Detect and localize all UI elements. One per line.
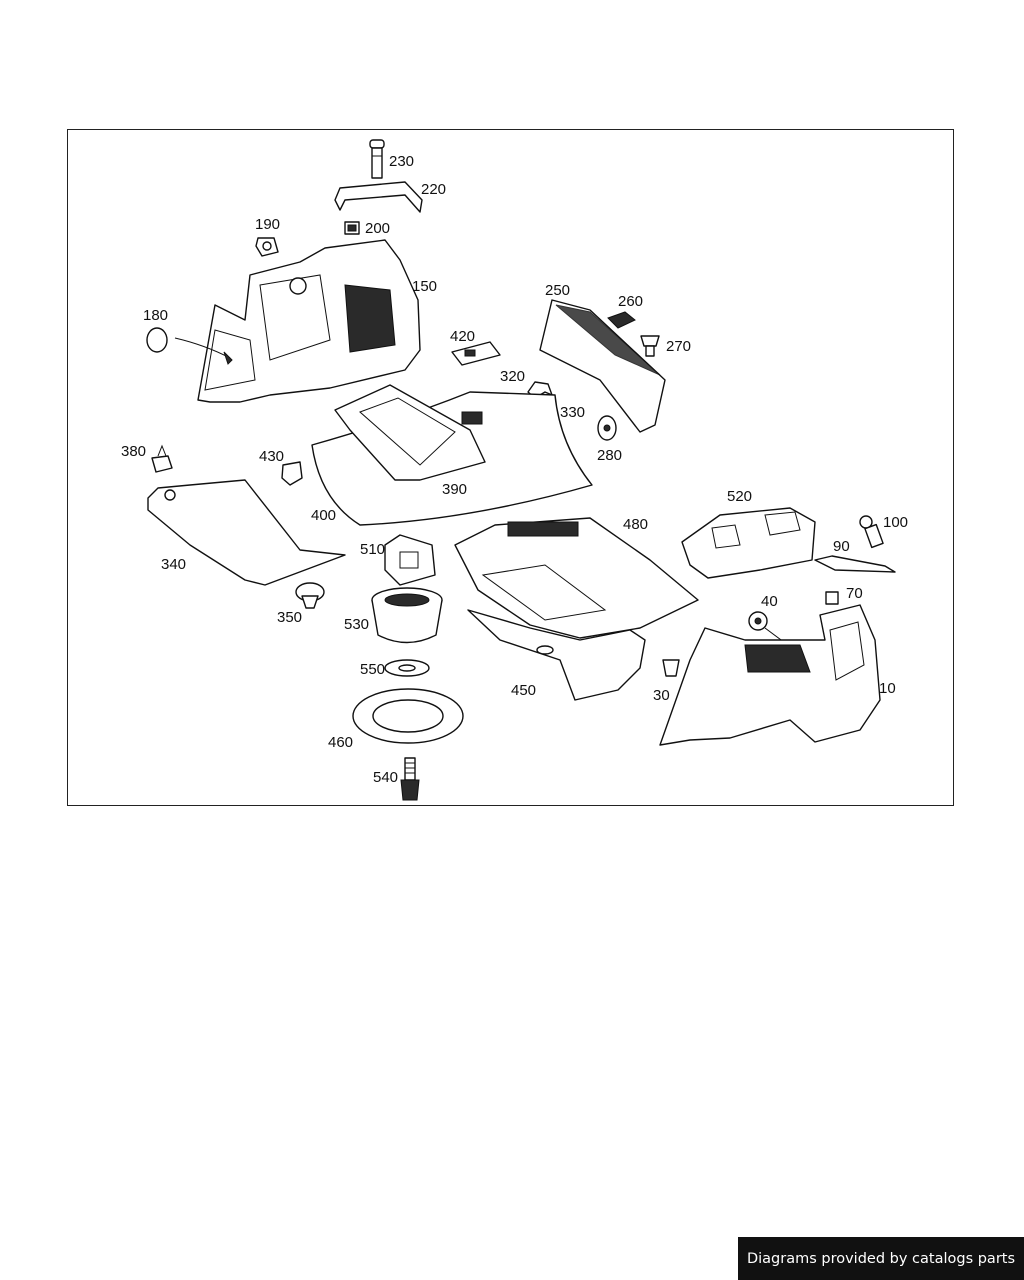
- part-200-clip: [344, 221, 360, 235]
- label-540: 540: [373, 769, 398, 786]
- label-220: 220: [421, 181, 446, 198]
- part-350-pin: [295, 582, 325, 609]
- part-540-screw: [400, 757, 420, 801]
- label-90: 90: [833, 538, 850, 555]
- label-330: 330: [560, 404, 585, 421]
- label-200: 200: [365, 220, 390, 237]
- label-350: 350: [277, 609, 302, 626]
- label-320: 320: [500, 368, 525, 385]
- part-150-side-panel: [197, 239, 421, 403]
- part-70-clip: [825, 591, 839, 605]
- label-390: 390: [442, 481, 467, 498]
- part-380-clip: [151, 444, 173, 473]
- part-480-tray: [454, 517, 699, 639]
- label-460: 460: [328, 734, 353, 751]
- label-480: 480: [623, 516, 648, 533]
- label-180: 180: [143, 307, 168, 324]
- label-340: 340: [161, 556, 186, 573]
- part-550-washer: [384, 659, 430, 677]
- label-230: 230: [389, 153, 414, 170]
- part-250-rear-panel: [539, 299, 666, 433]
- part-230-pin: [369, 139, 385, 179]
- label-100: 100: [883, 514, 908, 531]
- part-260-vent: [607, 311, 636, 329]
- label-250: 250: [545, 282, 570, 299]
- part-10-side-panel: [659, 604, 881, 746]
- part-430-bracket: [281, 461, 303, 486]
- label-530: 530: [344, 616, 369, 633]
- label-400: 400: [311, 507, 336, 524]
- diagram-frame: [67, 129, 954, 806]
- label-520: 520: [727, 488, 752, 505]
- label-70: 70: [846, 585, 863, 602]
- label-10: 10: [879, 680, 896, 697]
- part-340-trim: [147, 479, 346, 586]
- label-550: 550: [360, 661, 385, 678]
- part-190-clip: [255, 237, 279, 257]
- label-450: 450: [511, 682, 536, 699]
- label-190: 190: [255, 216, 280, 233]
- part-180-grommet: [146, 327, 233, 365]
- part-280-clip: [597, 415, 617, 441]
- label-150: 150: [412, 278, 437, 295]
- label-270: 270: [666, 338, 691, 355]
- label-510: 510: [360, 541, 385, 558]
- part-390-frame: [334, 384, 486, 481]
- part-460-ring: [352, 688, 464, 744]
- part-520-organizer: [681, 507, 816, 579]
- part-270-clip: [640, 335, 660, 357]
- part-450-tub: [467, 609, 646, 701]
- part-100-pin: [859, 515, 884, 549]
- label-430: 430: [259, 448, 284, 465]
- label-280: 280: [597, 447, 622, 464]
- part-90-strap: [814, 555, 896, 573]
- part-420-cover: [451, 341, 501, 366]
- part-510-holder: [384, 534, 436, 586]
- credit-banner: Diagrams provided by catalogs parts: [738, 1237, 1024, 1280]
- label-380: 380: [121, 443, 146, 460]
- part-220-bracket: [334, 181, 423, 213]
- label-30: 30: [653, 687, 670, 704]
- label-260: 260: [618, 293, 643, 310]
- label-40: 40: [761, 593, 778, 610]
- part-530-cup: [371, 587, 443, 644]
- label-420: 420: [450, 328, 475, 345]
- part-30-clip: [662, 659, 680, 677]
